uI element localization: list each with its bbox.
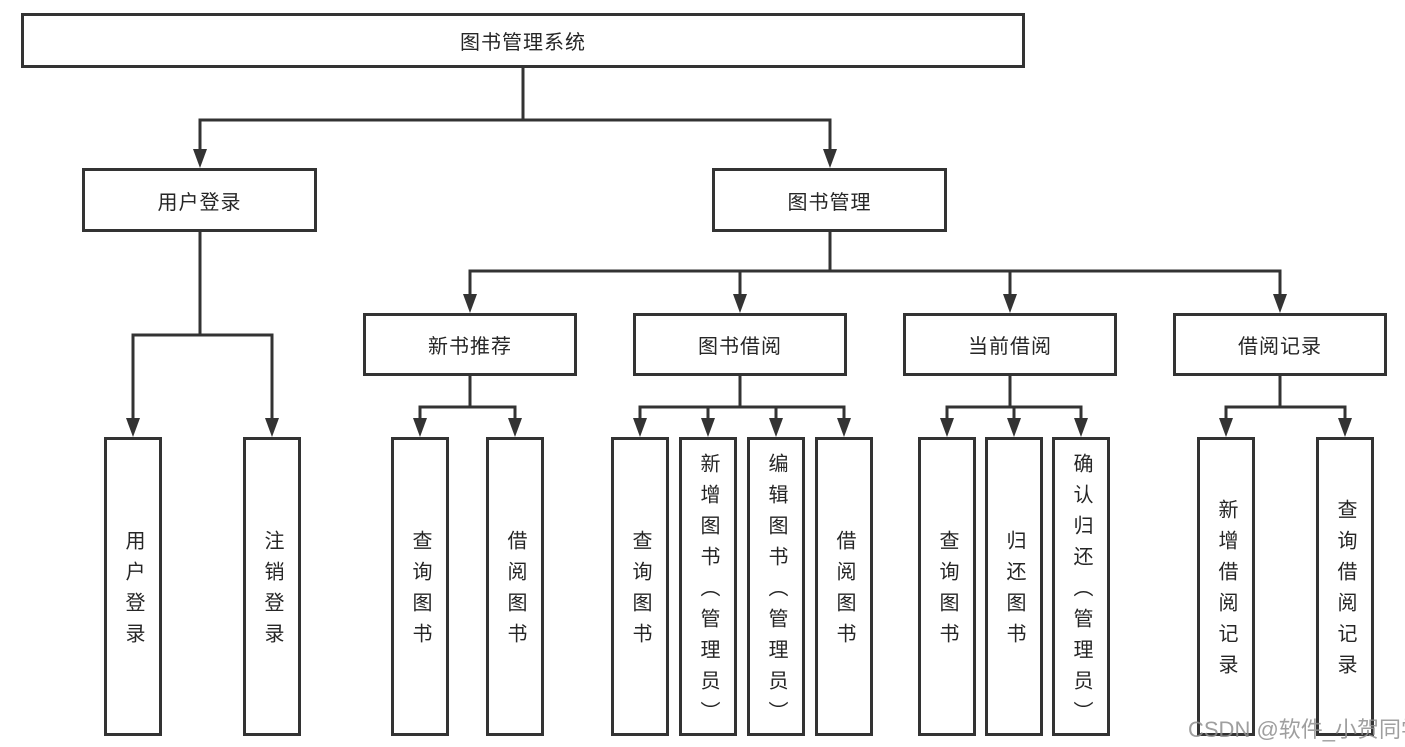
node-borrowing-add-admin-label: 新增图书（管理员）: [697, 452, 719, 732]
node-logout-action: 注销登录: [243, 437, 301, 736]
node-borrowing-add-admin: 新增图书（管理员）: [679, 437, 737, 736]
node-records-add: 新增借阅记录: [1197, 437, 1255, 736]
node-borrowing-edit-admin: 编辑图书（管理员）: [747, 437, 805, 736]
watermark-text: CSDN @软件_小贺同学: [1188, 717, 1405, 742]
node-book-borrowing-label: 图书借阅: [698, 336, 782, 358]
node-book-management: 图书管理: [712, 168, 947, 232]
node-new-books-borrow: 借阅图书: [486, 437, 544, 736]
node-new-book-recommendation: 新书推荐: [363, 313, 577, 376]
node-new-book-recommendation-label: 新书推荐: [428, 336, 512, 358]
node-user-login: 用户登录: [82, 168, 317, 232]
node-records-query-label: 查询借阅记录: [1334, 499, 1356, 685]
node-borrowing-records-label: 借阅记录: [1238, 336, 1322, 358]
node-root-label: 图书管理系统: [460, 32, 586, 54]
node-new-books-query: 查询图书: [391, 437, 449, 736]
node-current-query-label: 查询图书: [936, 530, 958, 654]
node-records-query: 查询借阅记录: [1316, 437, 1374, 736]
node-current-return-label: 归还图书: [1003, 530, 1025, 654]
node-current-borrowing-label: 当前借阅: [968, 336, 1052, 358]
node-logout-action-label: 注销登录: [261, 530, 283, 654]
node-borrowing-borrow: 借阅图书: [815, 437, 873, 736]
node-book-management-label: 图书管理: [787, 191, 872, 214]
node-user-login-action-label: 用户登录: [122, 530, 144, 654]
node-root: 图书管理系统: [21, 13, 1025, 68]
node-current-confirm-return-admin-label: 确认归还（管理员）: [1070, 452, 1092, 732]
node-current-query: 查询图书: [918, 437, 976, 736]
node-borrowing-query-label: 查询图书: [629, 530, 651, 654]
node-borrowing-borrow-label: 借阅图书: [833, 530, 855, 654]
node-borrowing-edit-admin-label: 编辑图书（管理员）: [765, 452, 787, 732]
node-book-borrowing: 图书借阅: [633, 313, 847, 376]
node-borrowing-query: 查询图书: [611, 437, 669, 736]
node-new-books-borrow-label: 借阅图书: [504, 530, 526, 654]
node-current-return: 归还图书: [985, 437, 1043, 736]
node-records-add-label: 新增借阅记录: [1215, 499, 1237, 685]
node-borrowing-records: 借阅记录: [1173, 313, 1387, 376]
node-user-login-action: 用户登录: [104, 437, 162, 736]
node-user-login-label: 用户登录: [157, 191, 242, 214]
node-current-confirm-return-admin: 确认归还（管理员）: [1052, 437, 1110, 736]
node-current-borrowing: 当前借阅: [903, 313, 1117, 376]
node-new-books-query-label: 查询图书: [409, 530, 431, 654]
